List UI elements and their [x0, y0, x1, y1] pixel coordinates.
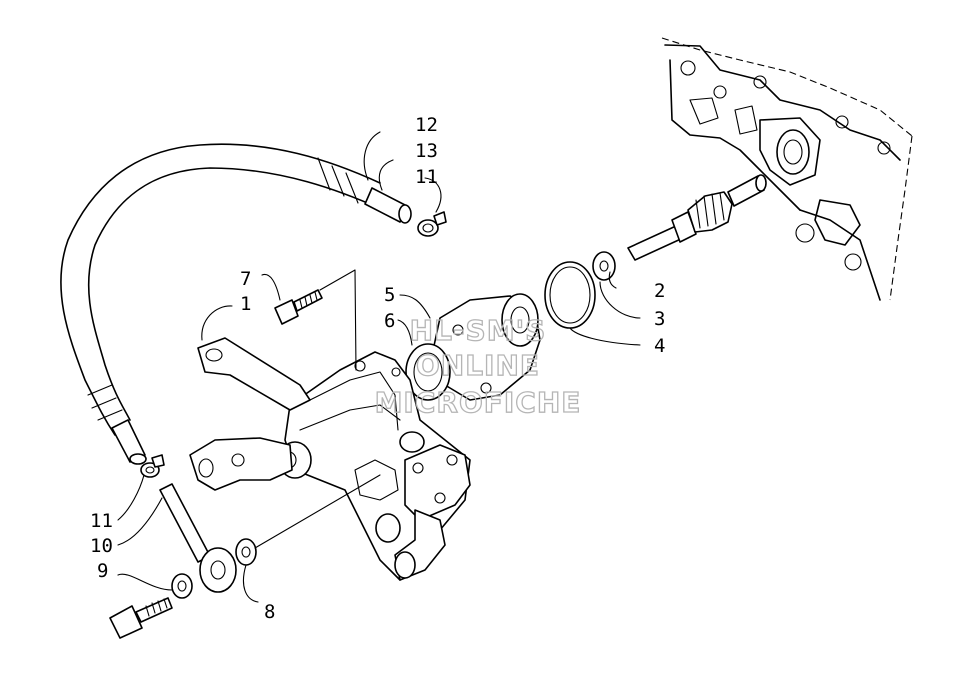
oil-pump-body [278, 351, 471, 581]
gasket-6 [405, 343, 451, 401]
callout-4: 4 [654, 335, 665, 357]
hose-clamp-upper [417, 211, 447, 237]
callout-11-lower: 11 [90, 510, 113, 532]
callout-11-upper: 11 [415, 166, 438, 188]
watermark-line-2: ONLINE [416, 349, 540, 382]
callout-13: 13 [415, 140, 438, 162]
washer-8 [235, 538, 257, 566]
pump-drive-shaft [627, 174, 767, 261]
pump-cover-5 [431, 293, 541, 401]
callout-3: 3 [654, 308, 665, 330]
watermark-line-3: MICROFICHE [375, 386, 582, 419]
watermark-line-1: HL-SM'S [410, 314, 547, 347]
callout-10: 10 [90, 535, 113, 557]
callout-8: 8 [264, 601, 275, 623]
engine-case [661, 37, 913, 301]
watermark: HL-SM'S ONLINE MICROFICHE [374, 313, 582, 419]
callout-labels: 12 13 11 7 1 5 6 2 3 4 11 10 9 8 [90, 114, 665, 623]
callout-7: 7 [240, 268, 251, 290]
leader-lines [117, 131, 641, 603]
hose-clamp-lower [140, 454, 165, 478]
callout-1: 1 [240, 293, 251, 315]
mounting-bracket-1 [189, 337, 311, 491]
callout-9: 9 [97, 560, 108, 582]
bolt-7 [274, 289, 323, 325]
o-ring-4 [544, 261, 596, 329]
banjo-fitting-10 [159, 483, 237, 593]
oil-hose-12 [60, 143, 412, 465]
callout-5: 5 [384, 284, 395, 306]
assembly-guide-lines [254, 269, 381, 549]
washer-bolt-9 [171, 573, 193, 599]
callout-6: 6 [384, 310, 395, 332]
callout-12: 12 [415, 114, 438, 136]
callout-2: 2 [654, 280, 665, 302]
washer-3 [592, 251, 616, 281]
banjo-bolt-9 [109, 597, 173, 639]
